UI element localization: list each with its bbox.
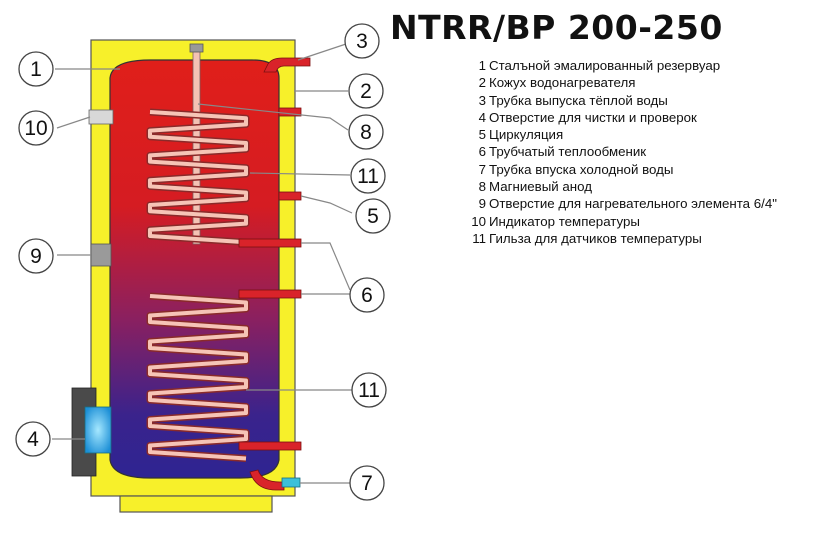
callout-label: 6 [361,284,373,307]
legend-number: 7 [478,161,486,177]
lower-heat-exchanger-coil [146,292,250,462]
legend-number: 11 [472,230,486,246]
callout-label: 1 [30,58,42,81]
callout-5: 5 [355,198,391,234]
callout-11: 11 [351,372,387,408]
cleaning-flange [71,387,112,477]
legend-text: Трубка выпуска тёплой воды [489,92,668,108]
callout-8: 8 [348,114,384,150]
callout-7: 7 [349,465,385,501]
callout-label: 2 [360,80,372,103]
callout-1: 1 [18,51,54,87]
callout-label: 10 [24,117,47,140]
callout-9: 9 [18,238,54,274]
hot-water-outlet-pipe [263,57,311,73]
callout-10: 10 [18,110,54,146]
legend-text: Отверстие для чистки и проверок [489,109,697,125]
upper-heat-exchanger-coil [146,108,250,246]
legend-text: Отверстие для нагревательного элемента 6… [489,196,777,212]
heating-element-opening [90,243,112,267]
callout-label: 9 [30,245,42,268]
leader-lines [52,43,353,484]
callout-label: 5 [367,205,379,228]
callout-label: 7 [361,472,373,495]
callout-markers: 1 2 3 4 5 6 7 8 9 10 11 11 [15,23,391,501]
legend-number: 8 [478,179,486,195]
callout-label: 8 [360,121,372,144]
legend-text: Магниевый анод [489,179,592,195]
callout-label: 11 [357,165,379,188]
legend-text: Трубчатый теплообменик [489,144,647,160]
callout-3: 3 [344,23,380,59]
legend-number: 1 [478,58,486,73]
magnesium-anode [189,43,204,245]
legend-number: 9 [478,196,486,212]
callout-11: 11 [350,158,386,194]
legend-text: Трубка впуска холодной воды [489,161,674,177]
legend-number: 10 [471,213,486,229]
callout-label: 3 [356,30,368,53]
legend-text: Индикатор температуры [489,213,640,229]
legend-number: 5 [478,127,486,143]
temperature-indicator [88,109,114,125]
legend-text: Сталъной эмалированный резервуар [489,58,721,73]
legend-number: 3 [478,92,486,108]
legend-number: 2 [478,75,486,91]
callout-label: 11 [358,379,380,402]
legend-text: Кожух водонагревателя [489,75,636,91]
legend-number: 4 [478,109,486,125]
legend-text: Циркуляция [489,127,564,143]
callout-6: 6 [349,277,385,313]
callout-label: 4 [27,428,39,451]
callout-2: 2 [348,73,384,109]
callout-4: 4 [15,421,51,457]
diagram-title: NTRR/BP 200-250 [390,8,723,47]
legend-number: 6 [478,144,486,160]
legend-text: Гильза для датчиков температуры [489,230,702,246]
